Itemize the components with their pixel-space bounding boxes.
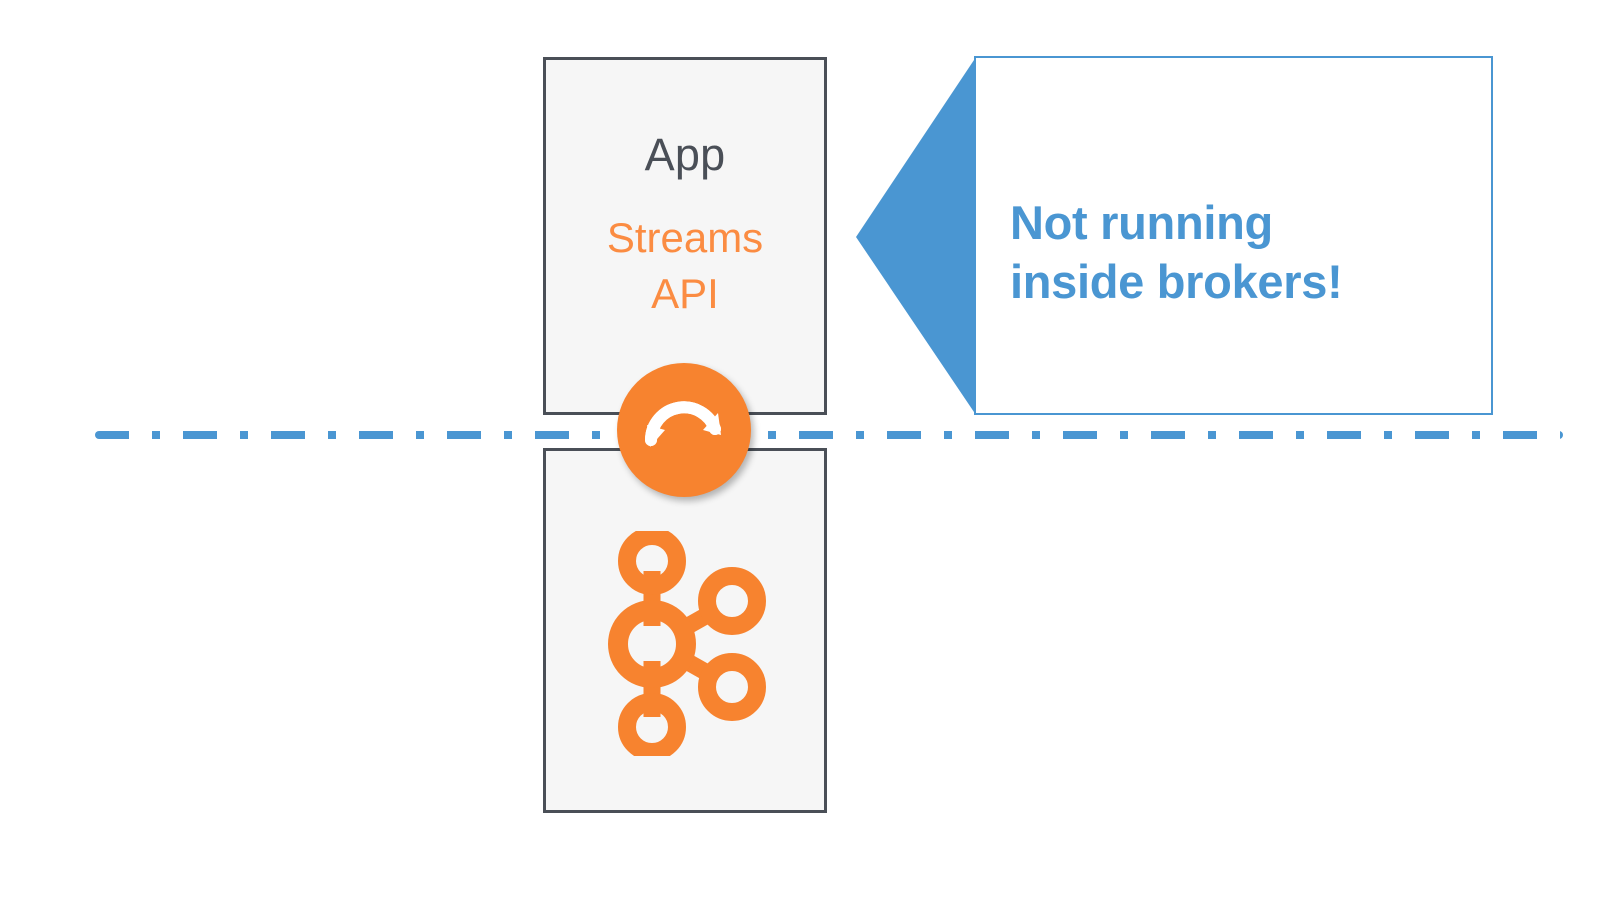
callout-line-2: inside brokers! xyxy=(1010,254,1343,308)
callout-text: Not running inside brokers! xyxy=(1010,194,1470,312)
callout-line-1: Not running xyxy=(1010,196,1273,249)
callout-arrow-left-icon xyxy=(856,57,976,415)
apache-kafka-logo-icon xyxy=(601,531,771,756)
app-node-title: App xyxy=(644,129,726,180)
app-node-subtitle: Streams API xyxy=(546,210,824,322)
process-boundary-divider xyxy=(95,431,1563,439)
app-node-subtitle-line2: API xyxy=(651,269,719,317)
sync-refresh-icon xyxy=(617,363,751,497)
callout-box: Not running inside brokers! xyxy=(974,56,1493,415)
app-node-subtitle-line1: Streams xyxy=(606,214,764,261)
app-node-box: App Streams API xyxy=(543,57,827,415)
